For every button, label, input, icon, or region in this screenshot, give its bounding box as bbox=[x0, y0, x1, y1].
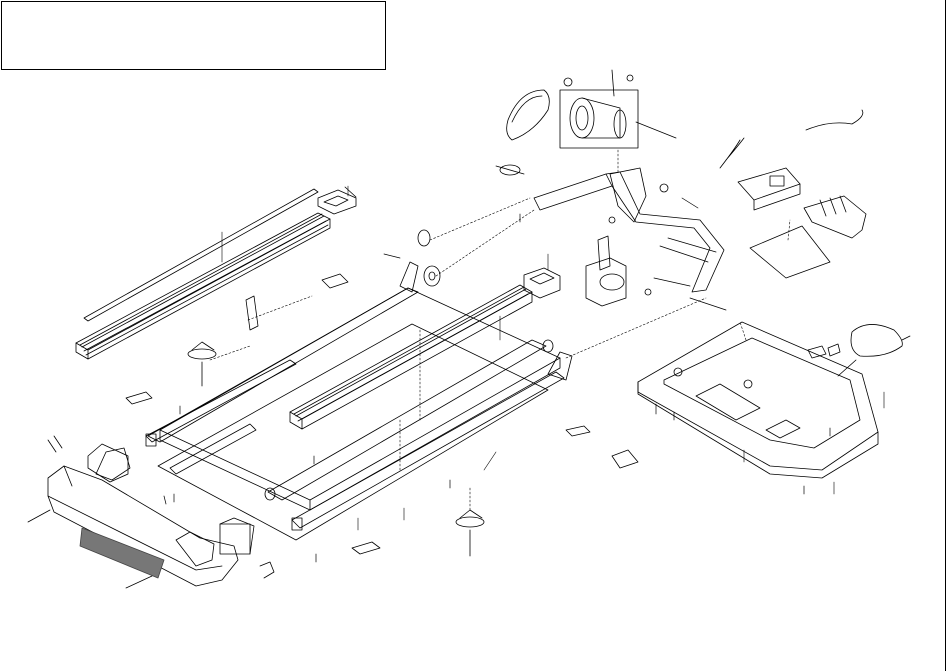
deck-pad-right bbox=[565, 425, 591, 437]
leveling-foot-left bbox=[187, 341, 217, 387]
power-cord bbox=[837, 324, 911, 377]
speed-sensor bbox=[495, 164, 525, 176]
assembly-leader-lines bbox=[209, 149, 791, 513]
cord-strain-relief bbox=[807, 343, 841, 359]
page-edge-rule bbox=[945, 0, 946, 671]
deck-pad-bottom bbox=[351, 541, 381, 555]
callout-leader-lines bbox=[221, 185, 885, 531]
right-side-rail bbox=[289, 284, 533, 430]
upright-frame-tube bbox=[533, 171, 725, 293]
roller-adjust-bolts bbox=[653, 277, 727, 311]
deck-cushion-plate bbox=[169, 423, 257, 475]
title-box bbox=[1, 1, 386, 70]
cable-tie bbox=[805, 109, 864, 131]
hex-nut bbox=[608, 183, 669, 296]
belt-guide-bracket bbox=[611, 449, 639, 469]
front-roller bbox=[264, 339, 554, 501]
right-rail-end-cap bbox=[523, 267, 561, 299]
rail-end-cap bbox=[317, 186, 357, 215]
rear-foot bbox=[87, 443, 129, 483]
flywheel-fasteners bbox=[563, 69, 634, 97]
incline-motor bbox=[585, 235, 627, 307]
frame-rail-right bbox=[291, 371, 565, 531]
rail-insert-strip bbox=[83, 188, 319, 322]
electronics-mount-plate bbox=[749, 225, 831, 279]
deck-hinge-bracket bbox=[399, 261, 419, 293]
deck-pad-mid bbox=[321, 273, 349, 289]
rear-pulley-upper bbox=[417, 229, 431, 247]
front-roller-bracket bbox=[547, 351, 573, 381]
warning-label-strip bbox=[79, 527, 165, 579]
rear-end-cap bbox=[47, 447, 255, 587]
motor-mount-bracket bbox=[609, 167, 647, 223]
motor-hood-base bbox=[637, 321, 879, 479]
running-belt bbox=[157, 323, 549, 541]
left-side-rail bbox=[75, 212, 331, 360]
deck-pad-left bbox=[125, 391, 153, 405]
leveling-foot-bottom bbox=[455, 509, 485, 557]
rear-pulley-lower bbox=[423, 265, 441, 287]
screws bbox=[163, 197, 831, 563]
rear-bolts bbox=[27, 435, 153, 589]
motor-detail-box bbox=[559, 89, 677, 149]
motor-controller-heatsink bbox=[803, 195, 867, 239]
drive-belt bbox=[506, 89, 550, 141]
allen-wrench bbox=[245, 295, 259, 331]
wire-harness bbox=[719, 137, 745, 169]
rear-roller bbox=[147, 287, 419, 443]
wire-clip bbox=[259, 561, 275, 579]
controller-board bbox=[737, 167, 801, 211]
frame-rail-left bbox=[145, 359, 297, 447]
